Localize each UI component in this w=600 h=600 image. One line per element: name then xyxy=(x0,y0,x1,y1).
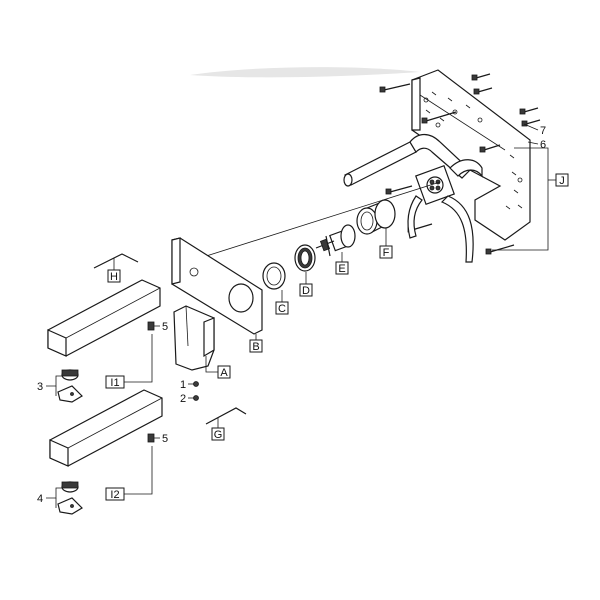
cartridge-part xyxy=(315,224,356,257)
leader-lines xyxy=(46,123,556,508)
handle-screws xyxy=(193,381,199,401)
callout-b: B xyxy=(249,339,263,353)
set-screw-upper xyxy=(147,321,155,331)
label-1: 1 xyxy=(180,379,186,391)
svg-text:G: G xyxy=(214,429,223,441)
cover-plate xyxy=(171,237,263,335)
svg-text:H: H xyxy=(110,271,118,283)
label-7: 7 xyxy=(540,125,546,137)
svg-text:A: A xyxy=(220,367,228,379)
background-swoosh xyxy=(190,67,420,78)
mounting-plate xyxy=(411,69,531,241)
handle-part xyxy=(173,305,215,371)
svg-text:B: B xyxy=(252,341,259,353)
svg-text:I2: I2 xyxy=(110,489,119,501)
sleeve-part xyxy=(356,199,396,235)
nut-part xyxy=(294,244,316,272)
label-6: 6 xyxy=(540,139,546,151)
allen-key-g xyxy=(205,407,247,425)
callout-a: A xyxy=(217,365,231,379)
label-3: 3 xyxy=(37,381,43,393)
callout-d: D xyxy=(299,283,313,297)
callout-f: F xyxy=(379,245,393,259)
callout-e: E xyxy=(335,261,349,275)
callout-j: J xyxy=(555,173,569,187)
allen-key-h xyxy=(93,253,139,269)
svg-text:E: E xyxy=(338,263,345,275)
svg-text:D: D xyxy=(302,285,310,297)
set-screw-lower xyxy=(147,433,155,443)
callout-g: G xyxy=(211,427,225,441)
valve-body xyxy=(343,133,483,263)
callout-c: C xyxy=(275,301,289,315)
aerator-lower xyxy=(57,481,83,515)
spout-lower xyxy=(49,389,163,467)
aerator-upper xyxy=(57,369,83,403)
svg-text:I1: I1 xyxy=(110,377,119,389)
ring-part xyxy=(262,262,286,290)
callout-h: H xyxy=(107,269,121,283)
label-5-lower: 5 xyxy=(162,433,168,445)
svg-text:C: C xyxy=(278,303,286,315)
svg-text:J: J xyxy=(559,175,565,187)
callout-i2: I2 xyxy=(105,487,125,501)
label-5-upper: 5 xyxy=(162,321,168,333)
label-4: 4 xyxy=(37,493,43,505)
label-2: 2 xyxy=(180,393,186,405)
callout-i1: I1 xyxy=(105,375,125,389)
svg-text:F: F xyxy=(383,247,390,259)
spout-upper xyxy=(47,279,161,357)
